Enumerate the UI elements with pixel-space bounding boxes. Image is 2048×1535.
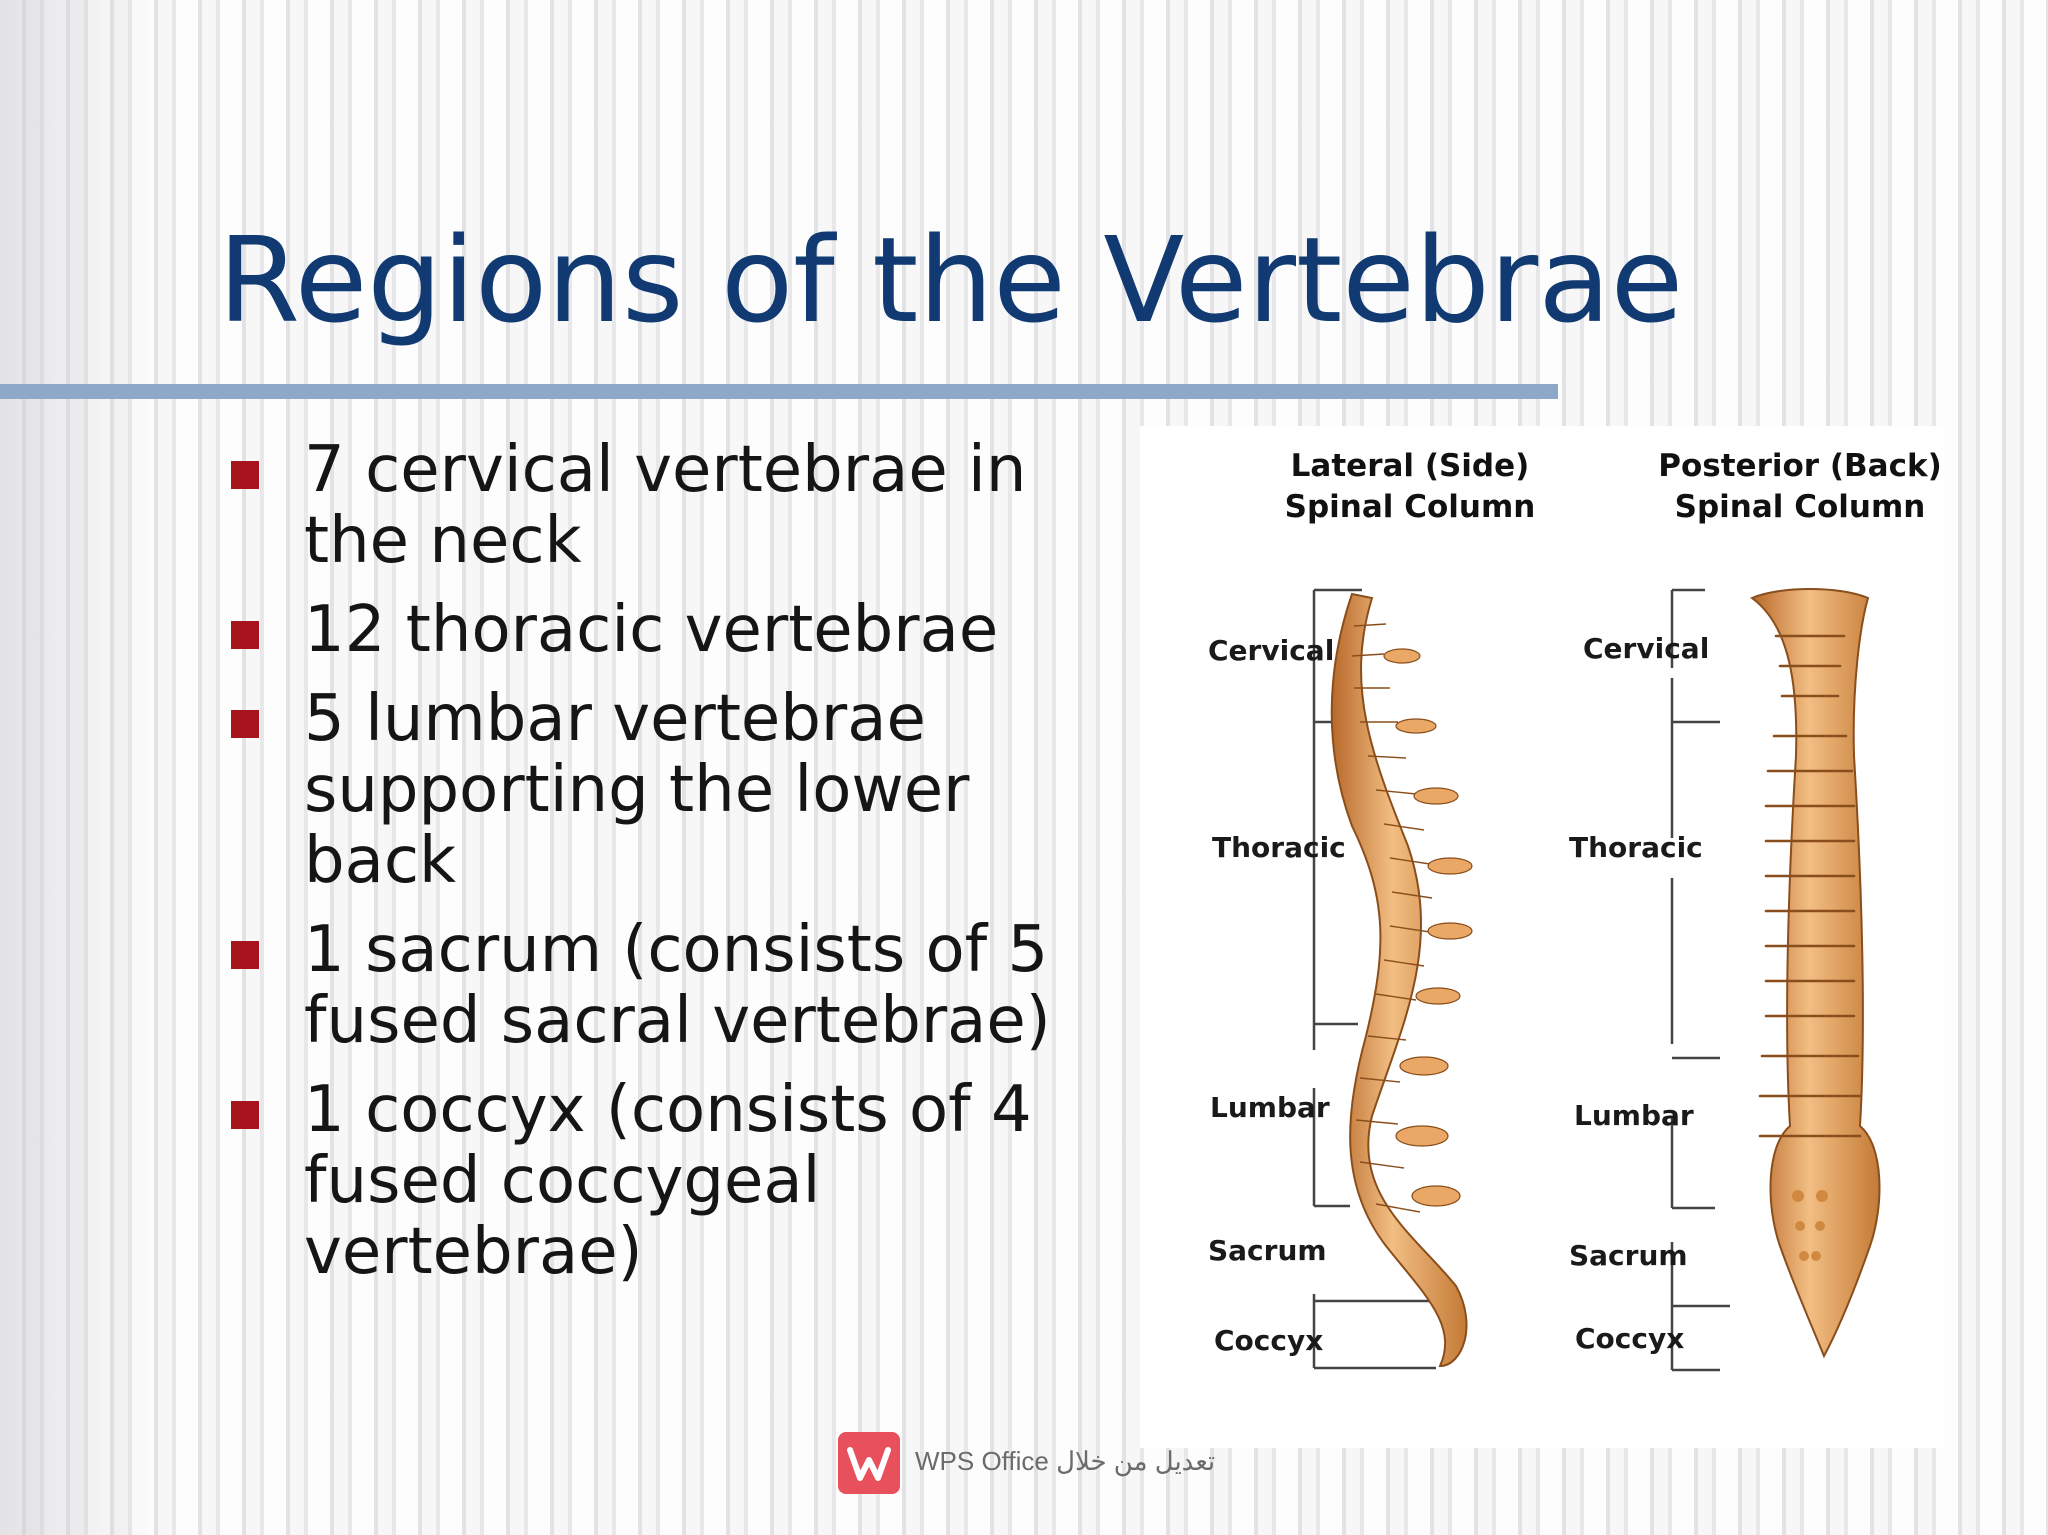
posterior-label-cervical: Cervical [1583, 632, 1710, 665]
wps-logo-icon [838, 1432, 900, 1494]
posterior-label-coccyx: Coccyx [1575, 1322, 1685, 1355]
lateral-label-coccyx: Coccyx [1214, 1324, 1324, 1357]
posterior-label-thoracic: Thoracic [1569, 831, 1703, 864]
bullet-square-icon [231, 1101, 259, 1129]
spine-illustration [1312, 588, 1881, 1372]
watermark-text: WPS Office تعديل من خلال [915, 1446, 1216, 1476]
bullet-text: 12 thoracic vertebrae [304, 593, 999, 667]
slide-title: Regions of the Vertebrae [218, 211, 1684, 349]
bullet-square-icon [231, 941, 259, 969]
bullet-coccyx: 1 coccyx (consists of 4 fused coccygeal … [226, 1075, 1086, 1288]
bullet-text: 5 lumbar vertebrae supporting the lower … [304, 682, 970, 898]
bullet-text: 1 sacrum (consists of 5 fused sacral ver… [304, 913, 1051, 1058]
lateral-heading: Lateral (Side) Spinal Column [1284, 448, 1536, 525]
bullet-square-icon [231, 621, 259, 649]
posterior-label-sacrum: Sacrum [1569, 1239, 1688, 1272]
bullet-sacrum: 1 sacrum (consists of 5 fused sacral ver… [226, 915, 1086, 1057]
title-underline [0, 384, 1558, 399]
lateral-label-sacrum: Sacrum [1208, 1234, 1327, 1267]
posterior-heading: Posterior (Back) Spinal Column [1658, 448, 1942, 525]
lateral-label-thoracic: Thoracic [1212, 831, 1346, 864]
bullet-cervical: 7 cervical vertebrae in the neck [226, 435, 1086, 577]
bullet-thoracic: 12 thoracic vertebrae [226, 595, 1086, 666]
bullet-square-icon [231, 710, 259, 738]
background-shade [0, 0, 160, 1535]
bullet-text: 7 cervical vertebrae in the neck [304, 433, 1027, 578]
spine-figure: Lateral (Side) Spinal Column Posterior (… [1140, 426, 1945, 1448]
bullet-list: 7 cervical vertebrae in the neck 12 thor… [226, 435, 1086, 1306]
posterior-label-lumbar: Lumbar [1574, 1099, 1694, 1132]
bullet-text: 1 coccyx (consists of 4 fused coccygeal … [304, 1073, 1032, 1289]
lateral-label-cervical: Cervical [1208, 634, 1335, 667]
bullet-lumbar: 5 lumbar vertebrae supporting the lower … [226, 684, 1086, 897]
bullet-square-icon [231, 461, 259, 489]
lateral-label-lumbar: Lumbar [1210, 1091, 1330, 1124]
